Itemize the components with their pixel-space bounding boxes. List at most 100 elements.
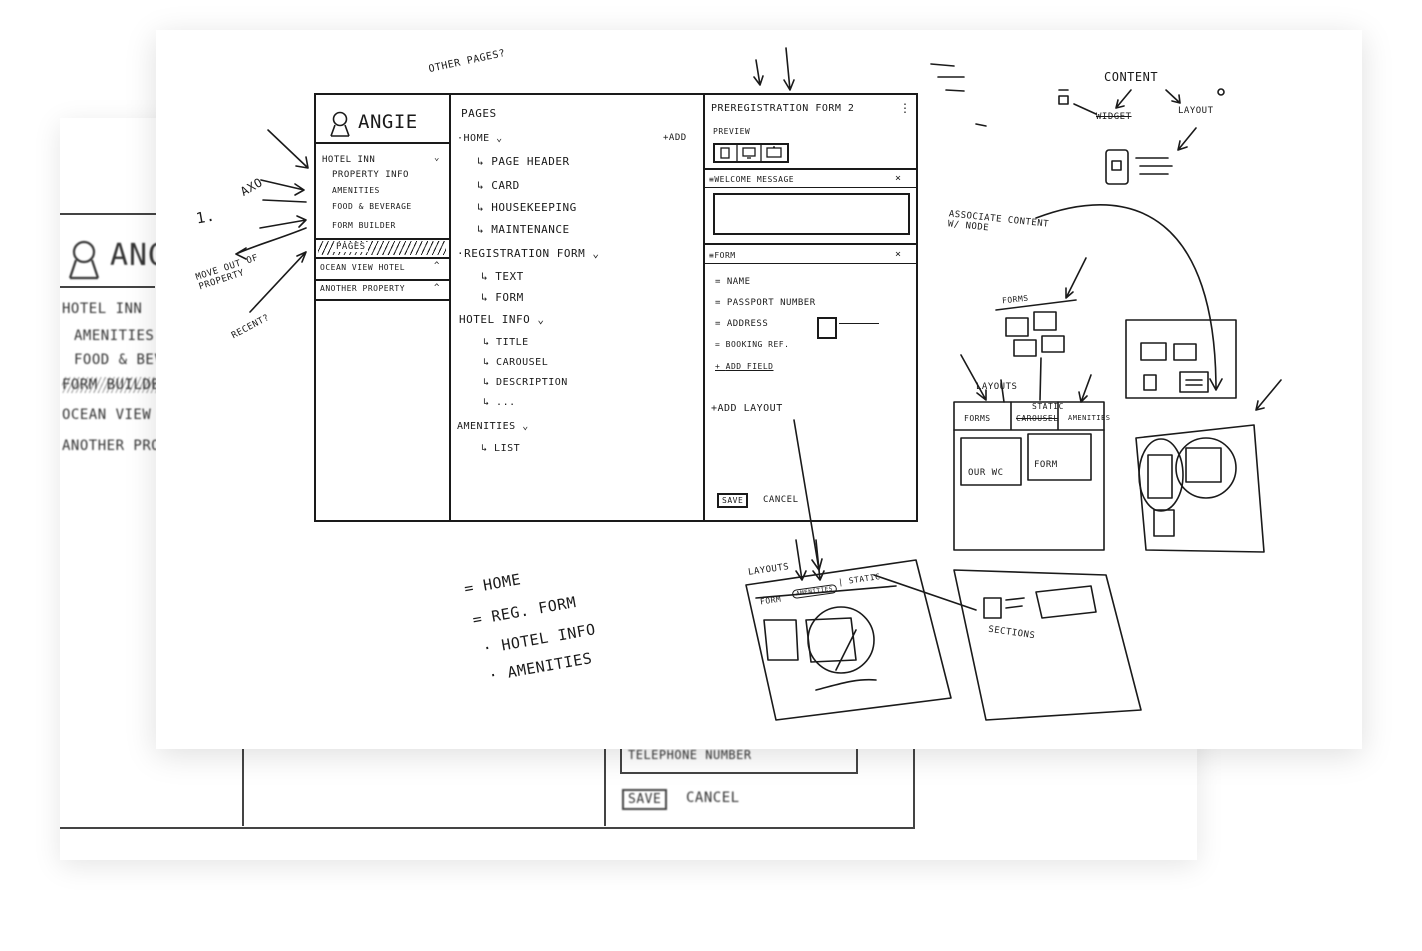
arrow-stroke xyxy=(1165,89,1181,104)
tree-child: ↳ TEXT xyxy=(481,270,524,283)
layout-tab: CAROUSEL xyxy=(1016,414,1059,423)
arrow-stroke xyxy=(1115,89,1132,109)
board-circle xyxy=(1138,438,1184,512)
logo-text: ANGIE xyxy=(358,111,418,133)
tree-child: ↳ ... xyxy=(483,397,516,408)
editor-title: PREREGISTRATION FORM 2 xyxy=(711,103,855,114)
content-label: CONTENT xyxy=(1104,70,1159,84)
widget-sketch-box xyxy=(1105,149,1129,185)
back-column-divider xyxy=(604,738,606,826)
connector-line xyxy=(873,574,977,611)
back-nav-item: HOTEL INN xyxy=(62,301,143,317)
tree-child: ↳ PAGE HEADER xyxy=(477,155,570,168)
wireframe-pages-tree: PAGES +ADD ·HOME ⌄ ↳ PAGE HEADER ↳ CARD … xyxy=(451,95,705,520)
more-vertical-icon: ⋮ xyxy=(899,101,911,115)
wireframe-editor: PREREGISTRATION FORM 2 ⋮ PREVIEW ≡WELCOM… xyxy=(705,95,916,520)
back-column-divider xyxy=(242,738,244,826)
layout-lines xyxy=(1135,157,1173,175)
layout-sketch-box xyxy=(953,401,1105,551)
preview-label: PREVIEW xyxy=(713,127,751,136)
sidebar-property-2: OCEAN VIEW HOTEL xyxy=(320,263,406,272)
mini-layout-cells xyxy=(1140,342,1197,361)
bottom-cell xyxy=(763,619,799,661)
sections-cell xyxy=(983,597,1025,619)
board-circle xyxy=(1175,437,1237,499)
sidebar-item: AMENITIES xyxy=(332,186,380,195)
arrow-stroke xyxy=(1078,374,1092,403)
tree-child: ↳ DESCRIPTION xyxy=(483,377,568,388)
sidebar-divider xyxy=(316,279,449,281)
back-logo-divider xyxy=(60,286,155,288)
form-thumb xyxy=(1005,317,1029,337)
tree-node-home: ·HOME ⌄ xyxy=(457,133,503,144)
board-sketch xyxy=(1135,424,1265,553)
mini-layout-cells xyxy=(1143,371,1209,393)
layouts-label: LAYOUTS xyxy=(976,382,1018,392)
arrow-stroke xyxy=(260,179,305,196)
arrow-stroke xyxy=(753,59,764,86)
arrow-stroke xyxy=(1073,103,1097,115)
back-person-icon xyxy=(68,240,100,280)
tree-child: ↳ HOUSEKEEPING xyxy=(477,201,577,214)
tree-child: ↳ TITLE xyxy=(483,337,529,348)
wireframe-sidebar: ANGIE HOTEL INN ⌄ PROPERTY INFO AMENITIE… xyxy=(316,95,451,520)
back-field-label: TELEPHONE NUMBER xyxy=(628,748,752,762)
sidebar-divider xyxy=(316,257,449,259)
bottom-scribble xyxy=(815,678,877,691)
tree-child: ↳ CAROUSEL xyxy=(483,357,549,368)
layout-cells xyxy=(960,433,1092,486)
bottom-tab-line xyxy=(755,585,897,599)
welcome-section-label: ≡WELCOME MESSAGE xyxy=(709,175,795,184)
tree-node-registration: ·REGISTRATION FORM ⌄ xyxy=(457,247,600,260)
bottom-circle xyxy=(807,606,875,674)
wireframe-frame: ANGIE HOTEL INN ⌄ PROPERTY INFO AMENITIE… xyxy=(314,93,918,522)
sidebar-item: FOOD & BEVERAGE xyxy=(332,202,412,211)
tree-child: ↳ FORM xyxy=(481,291,524,304)
mini-layout-box xyxy=(1125,319,1237,399)
add-page-button: +ADD xyxy=(663,133,687,143)
sidebar-property-1: HOTEL INN xyxy=(322,155,376,165)
arrow-stroke xyxy=(235,227,307,260)
arrow-stroke xyxy=(793,419,823,571)
chevron-up-icon: ^ xyxy=(434,261,440,271)
tree-node-hotel-info: HOTEL INFO ⌄ xyxy=(459,313,545,326)
person-icon xyxy=(330,111,350,137)
form-field: = PASSPORT NUMBER xyxy=(715,298,816,308)
small-circle xyxy=(1217,88,1225,96)
add-layout-button: +ADD LAYOUT xyxy=(711,403,783,414)
sidebar-pages-item: PAGES xyxy=(334,242,368,252)
editor-divider xyxy=(705,168,916,170)
add-field-link: + ADD FIELD xyxy=(715,362,774,371)
sections-cell xyxy=(1035,585,1097,619)
arrow-stroke xyxy=(1039,357,1042,401)
editor-divider xyxy=(705,187,916,188)
form-section-label: ≡FORM xyxy=(709,251,736,260)
board-cells xyxy=(1147,447,1222,537)
chevron-down-icon: ⌄ xyxy=(434,153,440,163)
sidebar-divider xyxy=(316,142,449,144)
back-cancel-button: CANCEL xyxy=(686,790,740,806)
field-detail-popover xyxy=(817,317,837,339)
forms-underline xyxy=(995,299,1077,311)
arrow-stroke xyxy=(267,129,309,169)
back-nav-item: AMENITIES xyxy=(74,328,155,344)
tree-node-amenities: AMENITIES ⌄ xyxy=(457,421,529,432)
form-field: = NAME xyxy=(715,277,751,287)
layout-tab: STATIC xyxy=(1032,402,1064,411)
layout-label: LAYOUT xyxy=(1178,106,1214,116)
front-sketch-sheet: OTHER PAGES? 1. AXO MOVE OUT OF PROPERTY… xyxy=(156,30,1362,749)
chevron-up-icon: ^ xyxy=(434,283,440,293)
arrow-stroke xyxy=(259,215,307,229)
dash-stroke xyxy=(930,63,987,127)
form-field: = ADDRESS xyxy=(715,319,769,329)
back-nav-item-active: FORM BUILDER xyxy=(62,377,170,393)
close-icon: × xyxy=(895,249,902,260)
arrow-stroke xyxy=(960,354,987,401)
form-thumb xyxy=(1013,339,1037,357)
sidebar-divider xyxy=(316,238,449,240)
sidebar-divider xyxy=(316,299,449,301)
widget-sketch-icon xyxy=(1111,160,1122,171)
tree-child: ↳ MAINTENANCE xyxy=(477,223,570,236)
bottom-cell xyxy=(805,617,857,671)
layout-tab: FORMS xyxy=(964,414,991,423)
